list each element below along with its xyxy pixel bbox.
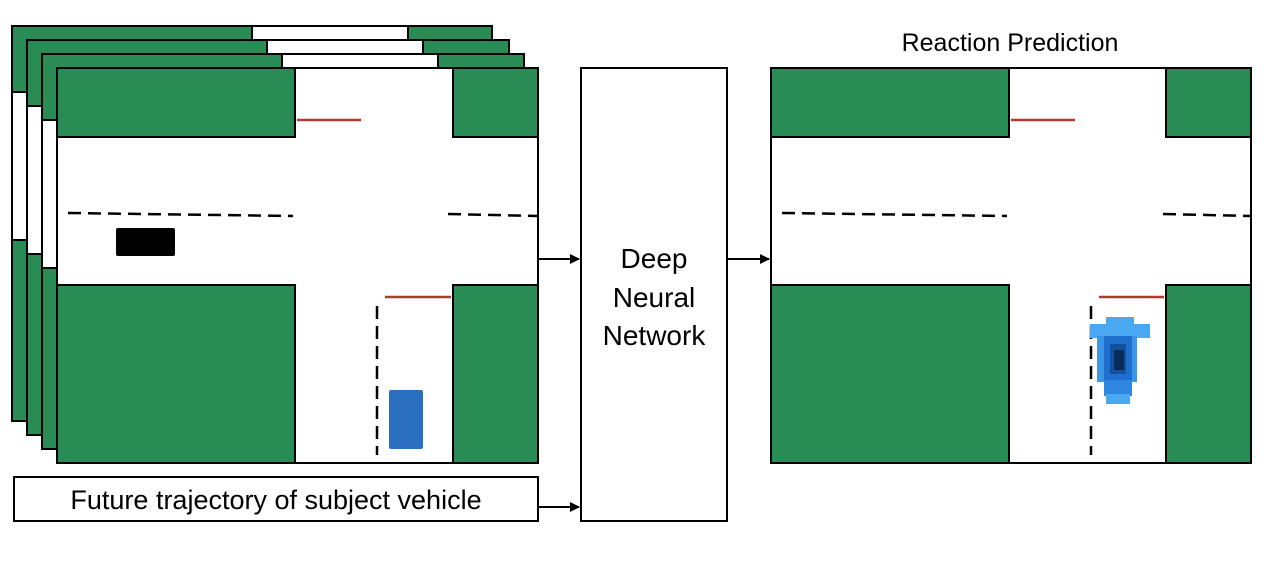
- neural-network-box: Deep Neural Network: [580, 67, 728, 522]
- input-frame-front: [56, 67, 539, 464]
- output-lane-divider-left: [781, 211, 1008, 218]
- output-block-top-right: [1165, 67, 1252, 138]
- other-vehicle: [116, 228, 175, 256]
- input-lane-divider-right: [447, 212, 539, 218]
- network-label-line2: Neural: [613, 282, 695, 313]
- output-lane-divider-right: [1162, 212, 1252, 218]
- output-block-bottom-left: [770, 284, 1010, 464]
- output-block-top-left: [770, 67, 1010, 138]
- network-label-line1: Deep: [621, 243, 688, 274]
- network-label-line3: Network: [603, 320, 707, 351]
- input-block-top-right: [452, 67, 539, 138]
- trajectory-label: Future trajectory of subject vehicle: [70, 485, 481, 515]
- input-block-bottom-left: [56, 284, 296, 464]
- output-frame: [770, 67, 1252, 464]
- input-lane-divider-left: [67, 211, 294, 218]
- input-block-bottom-right: [452, 284, 539, 464]
- trajectory-input-box: Future trajectory of subject vehicle: [13, 476, 539, 522]
- output-block-bottom-right: [1165, 284, 1252, 464]
- input-block-top-left: [56, 67, 296, 138]
- output-title: Reaction Prediction: [902, 29, 1119, 57]
- subject-vehicle: [389, 390, 423, 449]
- prediction-heatmap: [1090, 317, 1150, 404]
